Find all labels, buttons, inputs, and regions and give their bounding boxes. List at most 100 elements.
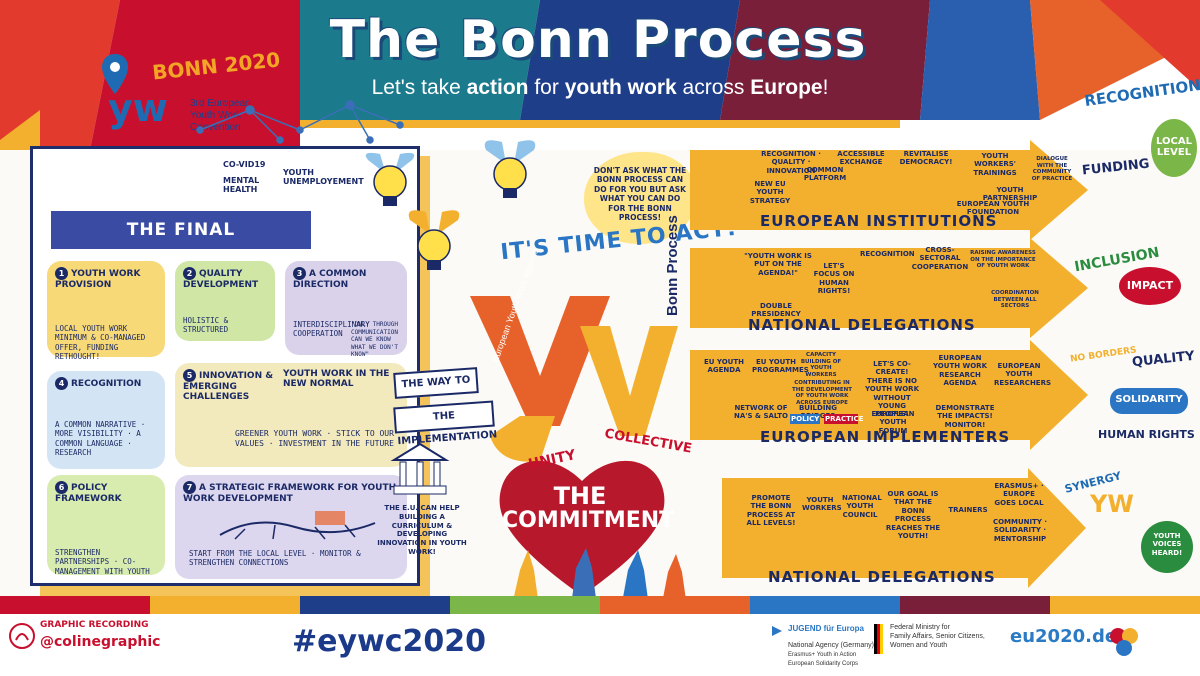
note-eu-youth-programmes: EU Youth programmes (752, 358, 809, 375)
right-yw-mark: yw (1090, 490, 1134, 518)
card-number: 1 (55, 267, 68, 280)
arrow-label-national-delegations-2: NATIONAL DELEGATIONS (768, 568, 996, 586)
title-block: The Bonn Process Let's take action for y… (300, 6, 900, 110)
note-network-na-salto: Network of NA's & SALTO (734, 404, 788, 421)
note-european-youth-forum: European Youth Forum (871, 410, 915, 435)
graphic-recording-handle: @colinegraphic (40, 634, 161, 650)
location-pin-icon (102, 54, 128, 94)
arrow-national-delegations-2 (722, 468, 1086, 588)
card-number: 6 (55, 481, 68, 494)
bonn-process-vertical-label: Bonn Process (664, 215, 681, 316)
note-double-presidency: Double presidency (751, 302, 801, 319)
sign-the-implementation: THE IMPLEMENTATION (393, 400, 498, 447)
card-title-text: Recognition (71, 379, 142, 389)
note-youth-work-agenda: "Youth work is put on the agenda!" (744, 252, 812, 277)
card-number: 7 (183, 481, 196, 494)
card-body: Local youth work minimum & co-managed of… (55, 324, 146, 362)
tag-covid: CO-VID19 (223, 160, 266, 169)
note-raising-awareness: Raising awareness on the importance of y… (970, 250, 1036, 270)
hashtag: #eywc2020 (292, 624, 487, 659)
note-policy: Policy (790, 414, 820, 425)
final-declaration-header: THE FINAL DECLARATION (51, 211, 311, 278)
card-body: A common narrative · More visibility · A… (55, 420, 146, 458)
card-recognition: 4Recognition A common narrative · More v… (47, 371, 165, 469)
footer (0, 614, 1200, 676)
card-title: 2Quality development (183, 267, 267, 290)
subtitle-bold: action (466, 76, 529, 99)
arrow-label-european-implementers: EUROPEAN IMPLEMENTERS (760, 428, 1011, 446)
card-title-text: Youth work provision (55, 269, 141, 290)
graphic-recording-label: GRAPHIC RECORDING (40, 620, 149, 630)
institution-building-icon (390, 442, 450, 495)
card-number: 2 (183, 267, 196, 280)
card-title-text: A common direction (293, 269, 367, 290)
convention-logo: BONN 2020 yw 3rd European Youth Work Con… (60, 46, 300, 144)
note-capacity-building: Capacity building of youth workers (800, 352, 842, 378)
note-youth-researchers: European youth researchers (994, 362, 1052, 387)
right-local-level: LOCAL LEVEL (1156, 136, 1192, 158)
card-policy-framework: 6Policy framework Strengthen partnership… (47, 475, 165, 576)
convention-line-3: Convention (190, 122, 241, 133)
subtitle: Let's take action for youth work across … (300, 76, 900, 100)
card-title-text: Quality development (183, 269, 259, 290)
main-title: The Bonn Process (329, 10, 867, 70)
card-title: 5Innovation & emerging challenges (183, 369, 283, 402)
card-title-text: Innovation & emerging challenges (183, 371, 274, 402)
youth-voices-bubble (1141, 521, 1193, 573)
coline-graphic-logo-icon (9, 623, 35, 649)
card-quality-development: 2Quality development Holistic & structur… (175, 261, 275, 341)
note-contributing-development: Contributing in the development of youth… (792, 380, 852, 406)
note-research-agenda: European youth work research agenda (932, 354, 987, 388)
note-practice: Practice (824, 414, 864, 425)
ministry-line-2: Family Affairs, Senior Citizens, (890, 633, 985, 640)
eu2020-logo: eu2020.de (1010, 626, 1118, 647)
trio-presidency-logo-icon (1110, 628, 1138, 656)
note-youth-partnership: Youth partnership (982, 186, 1038, 203)
note-coordination: Coordination between all sectors (991, 290, 1039, 310)
note-cross-sectoral: Cross-sectoral cooperation (911, 246, 969, 271)
card-title: 4Recognition (55, 377, 157, 390)
subtitle-part: across (676, 76, 751, 99)
right-youth-voices: YOUTH VOICES HEARD! (1151, 532, 1183, 557)
yw-big-logo (470, 296, 678, 462)
note-revitalise-democracy: Revitalise democracy! (899, 150, 953, 167)
note-recognition: Recognition (860, 250, 915, 258)
right-quality: QUALITY (1131, 348, 1196, 371)
card-number: 5 (183, 369, 196, 382)
german-eagle-flag-icon (874, 624, 883, 654)
card-strategic-framework: 7A strategic framework for youth work de… (175, 475, 407, 579)
note-youth-workers-trainings: Youth workers' trainings (973, 152, 1017, 177)
subtitle-bold: youth work (564, 76, 677, 99)
heart-icon (499, 460, 665, 596)
right-impact: IMPACT (1126, 279, 1174, 292)
header-bands (0, 0, 1200, 150)
tag-youth-unemployment: YOUTH UNEMPLOYEMENT (283, 168, 364, 186)
note-human-rights: Let's focus on human rights! (813, 262, 855, 296)
note-community-solidarity: Community · Solidarity · Mentorship (992, 518, 1048, 543)
card-title: 6Policy framework (55, 481, 157, 504)
new-normal-title: Youth work in the new normal (283, 369, 390, 389)
jugend-title: JUGEND für Europa (788, 624, 865, 633)
note-accessible-exchange: Accessible exchange (837, 150, 885, 167)
lightbulb-icon (484, 140, 536, 198)
right-human-rights: HUMAN RIGHTS (1098, 428, 1195, 441)
eu-help-text: The E.U. can help building a curriculum … (377, 504, 467, 556)
note-erasmus-local: Erasmus+ · Europe goes local (994, 482, 1044, 507)
card-title: 1Youth work provision (55, 267, 157, 290)
jugend-sub-2: Erasmus+ Youth in Action (788, 652, 857, 658)
commitment-label: COMMITMENT (502, 508, 675, 533)
ministry-line-1: Federal Ministry for (890, 624, 950, 631)
card-title-text: A strategic framework for youth work dev… (183, 483, 397, 504)
right-funding: FUNDING (1081, 156, 1151, 179)
card-body: Strengthen partnerships · Co-management … (55, 548, 150, 576)
note-dialogue-community: Dialogue with the community of practice (1031, 156, 1073, 182)
note-eu-youth-agenda: EU Youth Agenda (704, 358, 744, 375)
arrow-european-institutions (690, 140, 1088, 240)
card-number: 4 (55, 377, 68, 390)
card-body: Start from the local level · Monitor & s… (189, 549, 361, 568)
solidarity-bubble (1110, 388, 1188, 414)
note-new-eu-youth-strategy: New EU Youth Strategy (749, 180, 791, 205)
note-trainers: Trainers (948, 506, 988, 514)
subtitle-part: ! (822, 76, 829, 99)
note-european-youth-foundation: European Youth Foundation (956, 200, 1030, 217)
